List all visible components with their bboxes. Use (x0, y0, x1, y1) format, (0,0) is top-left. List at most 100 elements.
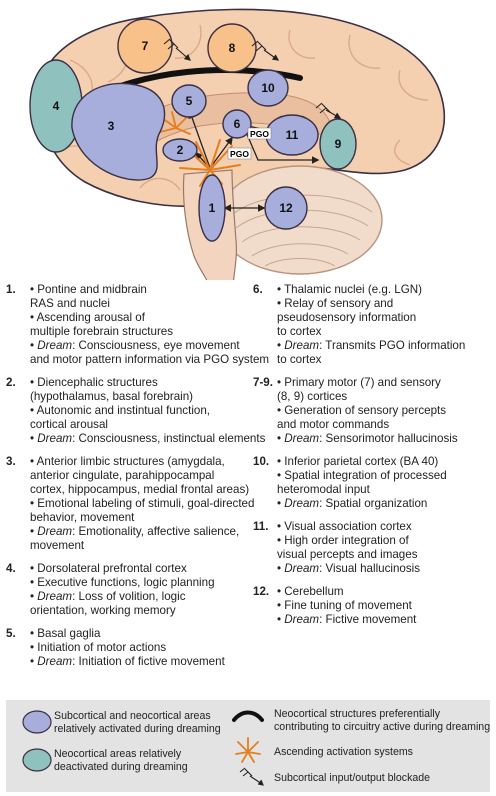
dream-label: Dream (284, 432, 320, 445)
bullet: • (277, 562, 285, 575)
entry-text: orientation, working memory (30, 604, 176, 617)
entry-line: • Dream: Consciousness, instinctual elem… (30, 432, 265, 446)
legend-entry: 4.• Dorsolateral prefrontal cortex• Exec… (6, 562, 250, 618)
entry-text: to cortex (277, 325, 322, 338)
entry-line: • Generation of sensory percepts (277, 404, 493, 418)
key-text: deactivated during dreaming (54, 761, 188, 773)
region-2 (162, 138, 198, 162)
key-symbols (22, 710, 264, 786)
entry-line: • Basal gaglia (30, 627, 250, 641)
region-label-2: 2 (177, 143, 184, 157)
legend-entry: 12.• Cerebellum• Fine tuning of movement… (253, 585, 493, 627)
bullet: • (30, 376, 38, 389)
dream-label: Dream (37, 339, 73, 352)
entry-line: • Relay of sensory and (277, 297, 493, 311)
entry-text: Cerebellum (284, 585, 344, 598)
entry-number: 4. (6, 562, 16, 575)
entry-text: : Visual hallucinosis (319, 562, 421, 575)
bullet: • (30, 283, 38, 296)
entry-line: • Ascending arousal of (30, 311, 250, 325)
region-8 (207, 23, 257, 73)
dream-label: Dream (37, 525, 73, 538)
entry-line: • Cerebellum (277, 585, 493, 599)
legend-entry: 10.• Inferior parietal cortex (BA 40)• S… (253, 455, 493, 511)
entry-line: • Anterior limbic structures (amygdala, (30, 455, 250, 469)
entry-line: • Dream: Consciousness, eye movement (30, 339, 250, 353)
entry-text: : Loss of volition, logic (72, 590, 186, 603)
entry-line: pseudosensory information (277, 311, 493, 325)
entry-text: Executive functions, logic planning (37, 576, 215, 589)
region-5 (171, 84, 207, 118)
entry-text: : Initiation of fictive movement (72, 655, 225, 668)
bullet: • (277, 599, 285, 612)
entry-text: : Transmits PGO information (319, 339, 466, 352)
entry-line: • Dorsolateral prefrontal cortex (30, 562, 250, 576)
entry-text: Dorsolateral prefrontal cortex (37, 562, 187, 575)
blockade-icon (163, 38, 192, 61)
key-text: contributing to circuitry active during … (274, 721, 491, 733)
entry-line: heteromodal input (277, 483, 493, 497)
entry-text: pseudosensory information (277, 311, 417, 324)
entry-line: visual percepts and images (277, 548, 493, 562)
key-blockade: Subcortical input/output blockade (274, 772, 430, 785)
dream-label: Dream (37, 655, 73, 668)
entry-line: • Spatial integration of processed (277, 469, 493, 483)
blockade-icon (239, 767, 264, 786)
entry-text: Inferior parietal cortex (BA 40) (284, 455, 439, 468)
entry-line: • Primary motor (7) and sensory (277, 376, 493, 390)
entry-text: Spatial integration of processed (284, 469, 447, 482)
region-label-3: 3 (108, 119, 115, 133)
entry-line: • Dream: Loss of volition, logic (30, 590, 250, 604)
dream-label: Dream (284, 562, 320, 575)
entry-line: movement (30, 539, 250, 553)
entry-line: • Dream: Emotionality, affective salienc… (30, 525, 250, 539)
key-text: Subcortical and neocortical areas (54, 710, 211, 722)
bullet: • (277, 455, 285, 468)
entry-text: Generation of sensory percepts (284, 404, 447, 417)
region-3 (71, 82, 166, 181)
bullet: • (277, 404, 285, 417)
entry-text: Relay of sensory and (284, 297, 394, 310)
entry-text: heteromodal input (277, 483, 370, 496)
deactivated-swatch-icon (22, 748, 52, 772)
entry-line: • Autonomic and instintual function, (30, 404, 250, 418)
entry-text: : Spatial organization (319, 497, 428, 510)
bullet: • (30, 432, 38, 445)
entry-text: Ascending arousal of (36, 311, 145, 324)
pgo-label: PGO (230, 149, 249, 159)
bullet: • (277, 613, 285, 626)
entry-line: • Dream: Spatial organization (277, 497, 493, 511)
blockade-icon (251, 40, 280, 61)
entry-number: 1. (6, 283, 16, 296)
bullet: • (277, 585, 285, 598)
entry-line: • Pontine and midbrain (30, 283, 250, 297)
region-label-8: 8 (229, 41, 236, 55)
bullet: • (30, 339, 38, 352)
entry-line: • Inferior parietal cortex (BA 40) (277, 455, 493, 469)
legend-entry: 11.• Visual association cortex• High ord… (253, 520, 493, 576)
legend-entry: 3.• Anterior limbic structures (amygdala… (6, 455, 254, 553)
key-text: Subcortical input/output blockade (274, 772, 431, 784)
key-text: Ascending activation systems (274, 746, 413, 758)
dream-label: Dream (37, 590, 73, 603)
entry-text: anterior cingulate, parahippocampal (30, 469, 215, 482)
entry-line: • High order integration of (277, 534, 493, 548)
bullet: • (277, 297, 285, 310)
entry-text: Pontine and midbrain (37, 283, 147, 296)
entry-line: • Initiation of motor actions (30, 641, 250, 655)
entry-line: • Fine tuning of movement (277, 599, 493, 613)
key-text: Neocortical areas relatively (54, 748, 182, 760)
dream-label: Dream (37, 432, 73, 445)
entry-text: multiple forebrain structures (30, 325, 174, 338)
entry-line: to cortex (277, 325, 493, 339)
bullet: • (30, 404, 37, 417)
entry-number: 7-9. (253, 376, 273, 389)
entry-number: 11. (253, 520, 269, 533)
entry-text: Thalamic nuclei (e.g. LGN) (284, 283, 422, 296)
dream-label: Dream (284, 339, 320, 352)
entry-text: Basal gaglia (37, 627, 101, 640)
entry-text: cortical arousal (30, 418, 108, 431)
